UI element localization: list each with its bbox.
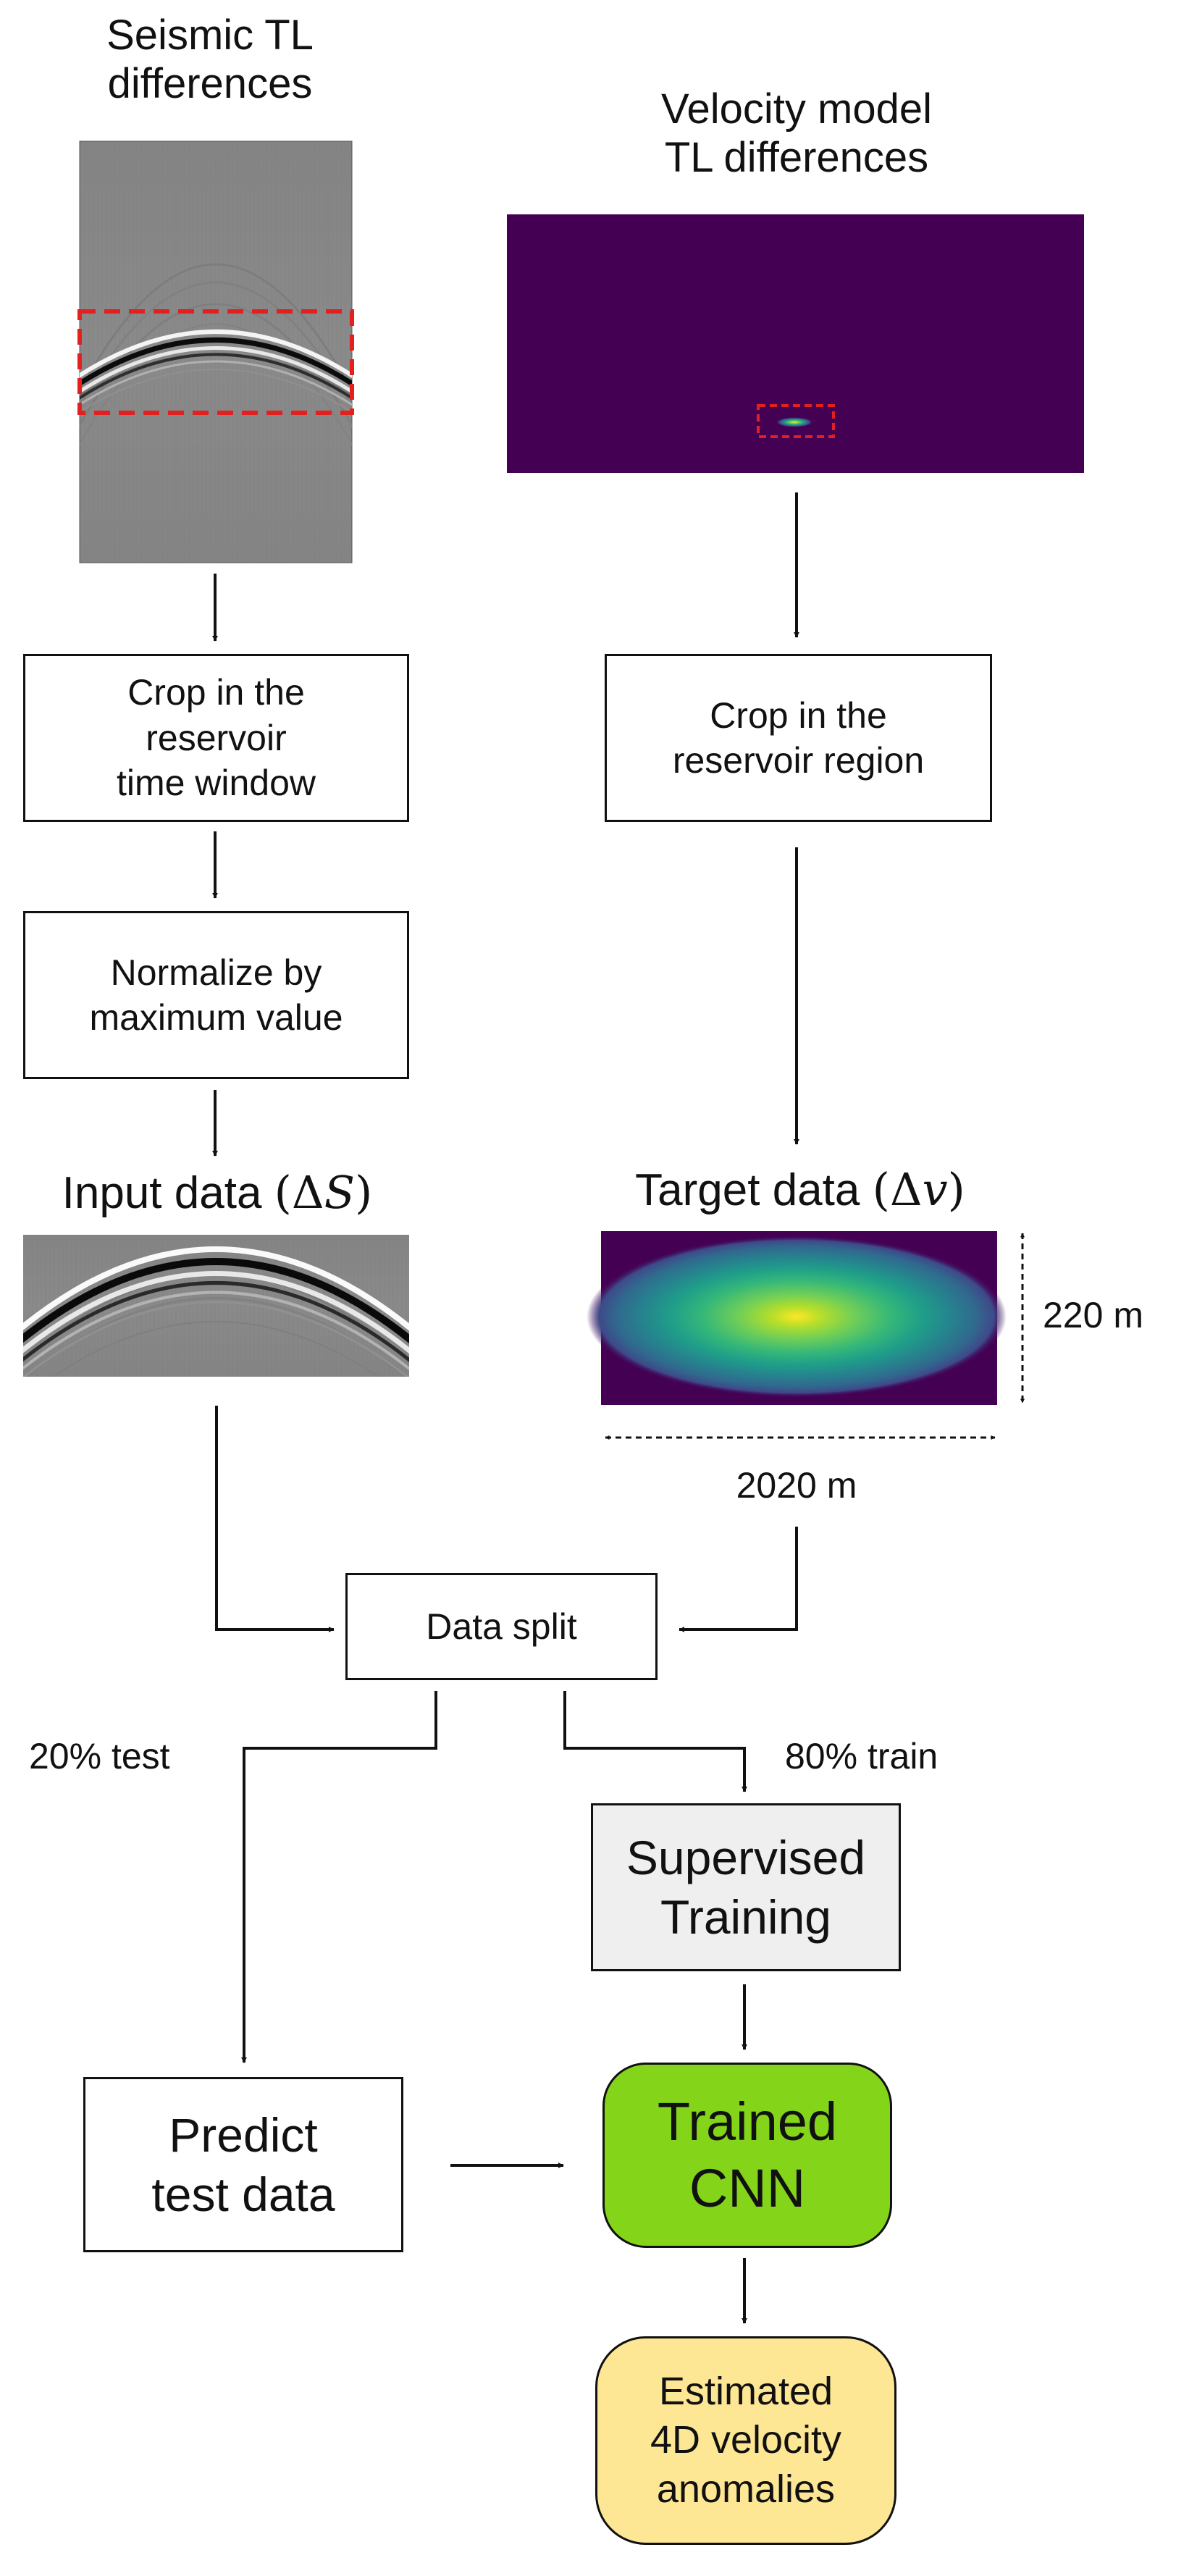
target-data-label: Target data (Δv) bbox=[635, 1163, 965, 1216]
trained-cnn-box: Trained CNN bbox=[602, 2063, 892, 2248]
crop-time-window-box: Crop in the reservoir time window bbox=[23, 654, 409, 822]
crop-window-marker bbox=[77, 309, 354, 415]
height-dimension-label: 220 m bbox=[1043, 1295, 1143, 1335]
input-data-label: Input data (ΔS) bbox=[62, 1166, 373, 1219]
input-data-image bbox=[23, 1235, 409, 1377]
test-split-label: 20% test bbox=[29, 1736, 170, 1776]
train-split-label: 80% train bbox=[785, 1736, 938, 1776]
crop-region-box: Crop in the reservoir region bbox=[605, 654, 992, 822]
arrow-split-to-predict bbox=[241, 1691, 437, 2063]
supervised-training-box: Supervised Training bbox=[591, 1803, 901, 1971]
arrow-split-to-supervised bbox=[563, 1691, 747, 1792]
normalize-box: Normalize by maximum value bbox=[23, 911, 409, 1079]
data-split-box: Data split bbox=[345, 1573, 658, 1680]
target-data-image bbox=[587, 1231, 1007, 1405]
seismic-image bbox=[77, 140, 354, 563]
arrow-target-to-split bbox=[679, 1527, 798, 1632]
velocity-model-image bbox=[507, 214, 1084, 473]
crop-region-marker bbox=[757, 404, 835, 438]
estimated-anomalies-box: Estimated 4D velocity anomalies bbox=[595, 2336, 896, 2545]
arrow-input-to-split bbox=[215, 1406, 335, 1632]
velocity-title: Velocity model TL differences bbox=[661, 85, 932, 181]
width-dimension-label: 2020 m bbox=[736, 1465, 857, 1506]
seismic-title: Seismic TL differences bbox=[106, 12, 314, 107]
predict-test-data-box: Predict test data bbox=[83, 2077, 403, 2252]
